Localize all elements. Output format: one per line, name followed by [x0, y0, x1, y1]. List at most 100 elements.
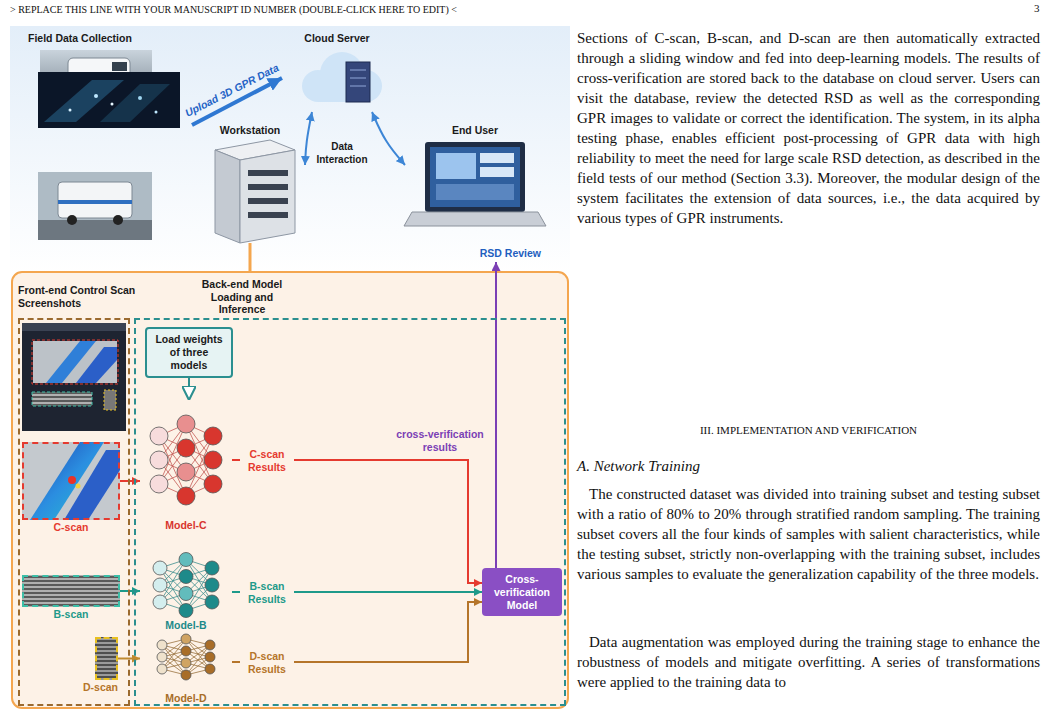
processing-panel [12, 272, 568, 708]
workstation-icon [248, 198, 288, 204]
laptop-icon [480, 153, 514, 163]
section-heading: III. IMPLEMENTATION AND VERIFICATION [577, 424, 1040, 436]
network-icon [179, 587, 193, 601]
network-icon [157, 634, 215, 680]
front-end-panel: Front-end Control Scan ScreenshotsC-scan… [18, 318, 130, 706]
connector [120, 590, 140, 592]
network-icon [157, 652, 167, 662]
laptop-icon [430, 147, 520, 207]
body-paragraph: Sections of C-scan, B-scan, and D-scan a… [577, 28, 1040, 228]
gpr-data-volume [138, 96, 142, 100]
network-icon [177, 463, 195, 481]
b-scan-frame: B-scan [22, 575, 120, 607]
network-icon [150, 415, 222, 505]
edge-label: cross-verification results [392, 428, 488, 454]
laptop-icon [404, 142, 546, 226]
workstation-icon [248, 184, 288, 190]
cross-verification-box: Cross-verification Model [482, 568, 562, 616]
page-number: 3 [1034, 2, 1040, 14]
survey-vehicle-photo [38, 172, 152, 240]
c-scan-image [22, 442, 120, 520]
cloud-icon [346, 62, 370, 102]
survey-vehicle-photo [38, 172, 152, 240]
survey-vehicle-photo [113, 215, 123, 225]
software-screenshot [22, 323, 126, 331]
running-header: > REPLACE THIS LINE WITH YOUR MANUSCRIPT… [10, 4, 457, 15]
workstation-icon [248, 170, 288, 176]
node-label: Front-end Control Scan Screenshots [18, 284, 136, 310]
d-scan-frame: D-scan [95, 637, 118, 680]
node-label: Model-D [140, 692, 232, 705]
workstation-icon [215, 140, 295, 243]
survey-vehicle-photo [38, 220, 152, 240]
node-label: Workstation [195, 124, 305, 137]
edge-label: D-scan Results [240, 649, 294, 677]
network-icon [153, 578, 167, 592]
subsection-heading: A. Network Training [577, 458, 700, 475]
gpr-data-volume [155, 111, 158, 114]
survey-photo [112, 62, 127, 71]
laptop-icon [425, 142, 525, 212]
network-icon [150, 415, 222, 680]
end-user: End UserRSD Review [405, 122, 545, 262]
edge-label: Upload 3D GPR Data [180, 60, 284, 122]
edge-label: Data Interaction [312, 140, 372, 166]
software-screenshot [32, 392, 92, 406]
body-paragraph: The constructed dataset was divided into… [577, 484, 1040, 584]
connector [305, 112, 312, 165]
network-icon [179, 553, 193, 567]
c-scan-image [64, 450, 120, 520]
workstation: Workstation [195, 122, 305, 247]
network-icon [150, 451, 168, 469]
cloud-icon [350, 78, 366, 79]
b-scan-image [22, 575, 120, 607]
cloud-icon [302, 52, 382, 102]
network-icon [153, 553, 219, 618]
connector [188, 378, 190, 400]
workstation-icon [248, 212, 288, 218]
laptop-icon [436, 153, 476, 179]
connector [495, 262, 497, 568]
gpr-data-volume [100, 84, 170, 122]
node-label: Load weights of three models [151, 333, 227, 372]
weights-box: Load weights of three models [145, 327, 233, 378]
network-icon [181, 646, 191, 656]
software-screenshot [32, 340, 118, 384]
node-label: D-scan [58, 681, 118, 694]
d-scan-image [95, 637, 118, 680]
model-network: Model-C [140, 400, 232, 532]
network-icon [205, 664, 215, 674]
field-data-panel: Field Data Collection [22, 30, 192, 250]
laptop-icon [404, 212, 546, 226]
network-icon [150, 427, 168, 445]
network-icon [177, 415, 195, 433]
network-icon [205, 578, 219, 592]
cloud-server: Cloud Server [282, 30, 392, 112]
network-icon [181, 634, 191, 644]
network-icon [179, 604, 193, 618]
network-icon [179, 570, 193, 584]
workstation-icon [240, 150, 295, 243]
laptop-icon [436, 184, 514, 200]
software-screenshot [76, 347, 117, 383]
laptop-icon [480, 167, 514, 177]
survey-vehicle-photo [67, 215, 77, 225]
gpr-data-volume [69, 109, 72, 112]
node-label: Model-C [140, 519, 232, 532]
survey-vehicle-photo [58, 200, 132, 204]
model-network: Model-B [140, 538, 232, 632]
panel-link [249, 243, 252, 272]
network-icon [157, 664, 167, 674]
body-paragraph: Data augmentation was employed during th… [577, 632, 1040, 692]
node-label: B-scan [24, 608, 118, 621]
network-icon [181, 658, 191, 668]
software-screenshot [104, 390, 116, 410]
survey-vehicle-photo [58, 182, 132, 218]
edge-label: B-scan Results [240, 579, 294, 607]
workstation-icon [215, 150, 240, 243]
network-icon [205, 561, 219, 575]
gpr-data-volume [94, 94, 98, 98]
network-icon [153, 595, 167, 609]
node-label: End User [405, 124, 545, 137]
software-screenshot [33, 341, 117, 383]
